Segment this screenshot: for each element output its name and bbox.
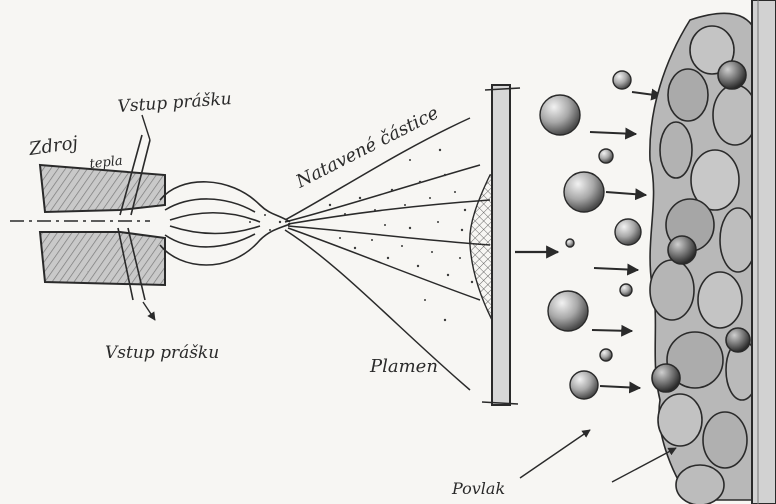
substrate-wall — [752, 0, 776, 504]
nozzle-bottom-block — [40, 232, 165, 285]
label-heat-source: Zdroj — [27, 132, 80, 160]
droplet — [599, 149, 613, 163]
droplet — [620, 284, 632, 296]
label-molten-particles: Natavené částice — [292, 102, 442, 192]
droplet — [566, 239, 574, 247]
droplet — [564, 172, 604, 212]
droplet — [570, 371, 598, 399]
label-coating: Povlak — [451, 479, 505, 498]
droplet — [548, 291, 588, 331]
label-heat-source-2: tepla — [89, 154, 124, 172]
target-plate — [470, 85, 520, 405]
leader-lines — [142, 115, 676, 482]
nozzle-top-block — [40, 165, 165, 212]
droplet — [615, 219, 641, 245]
droplet — [600, 349, 612, 361]
label-powder-inlet-top: Vstup prášku — [117, 89, 232, 117]
droplet — [613, 71, 631, 89]
molten-droplets — [540, 71, 641, 399]
coating-layer — [650, 13, 758, 504]
droplet — [540, 95, 580, 135]
spray-particles — [249, 149, 473, 321]
spray-cone — [285, 118, 490, 390]
label-powder-inlet-bottom: Vstup prášku — [105, 343, 219, 363]
flame-nozzle-lobes — [160, 182, 290, 265]
label-flame: Plamen — [369, 356, 438, 377]
